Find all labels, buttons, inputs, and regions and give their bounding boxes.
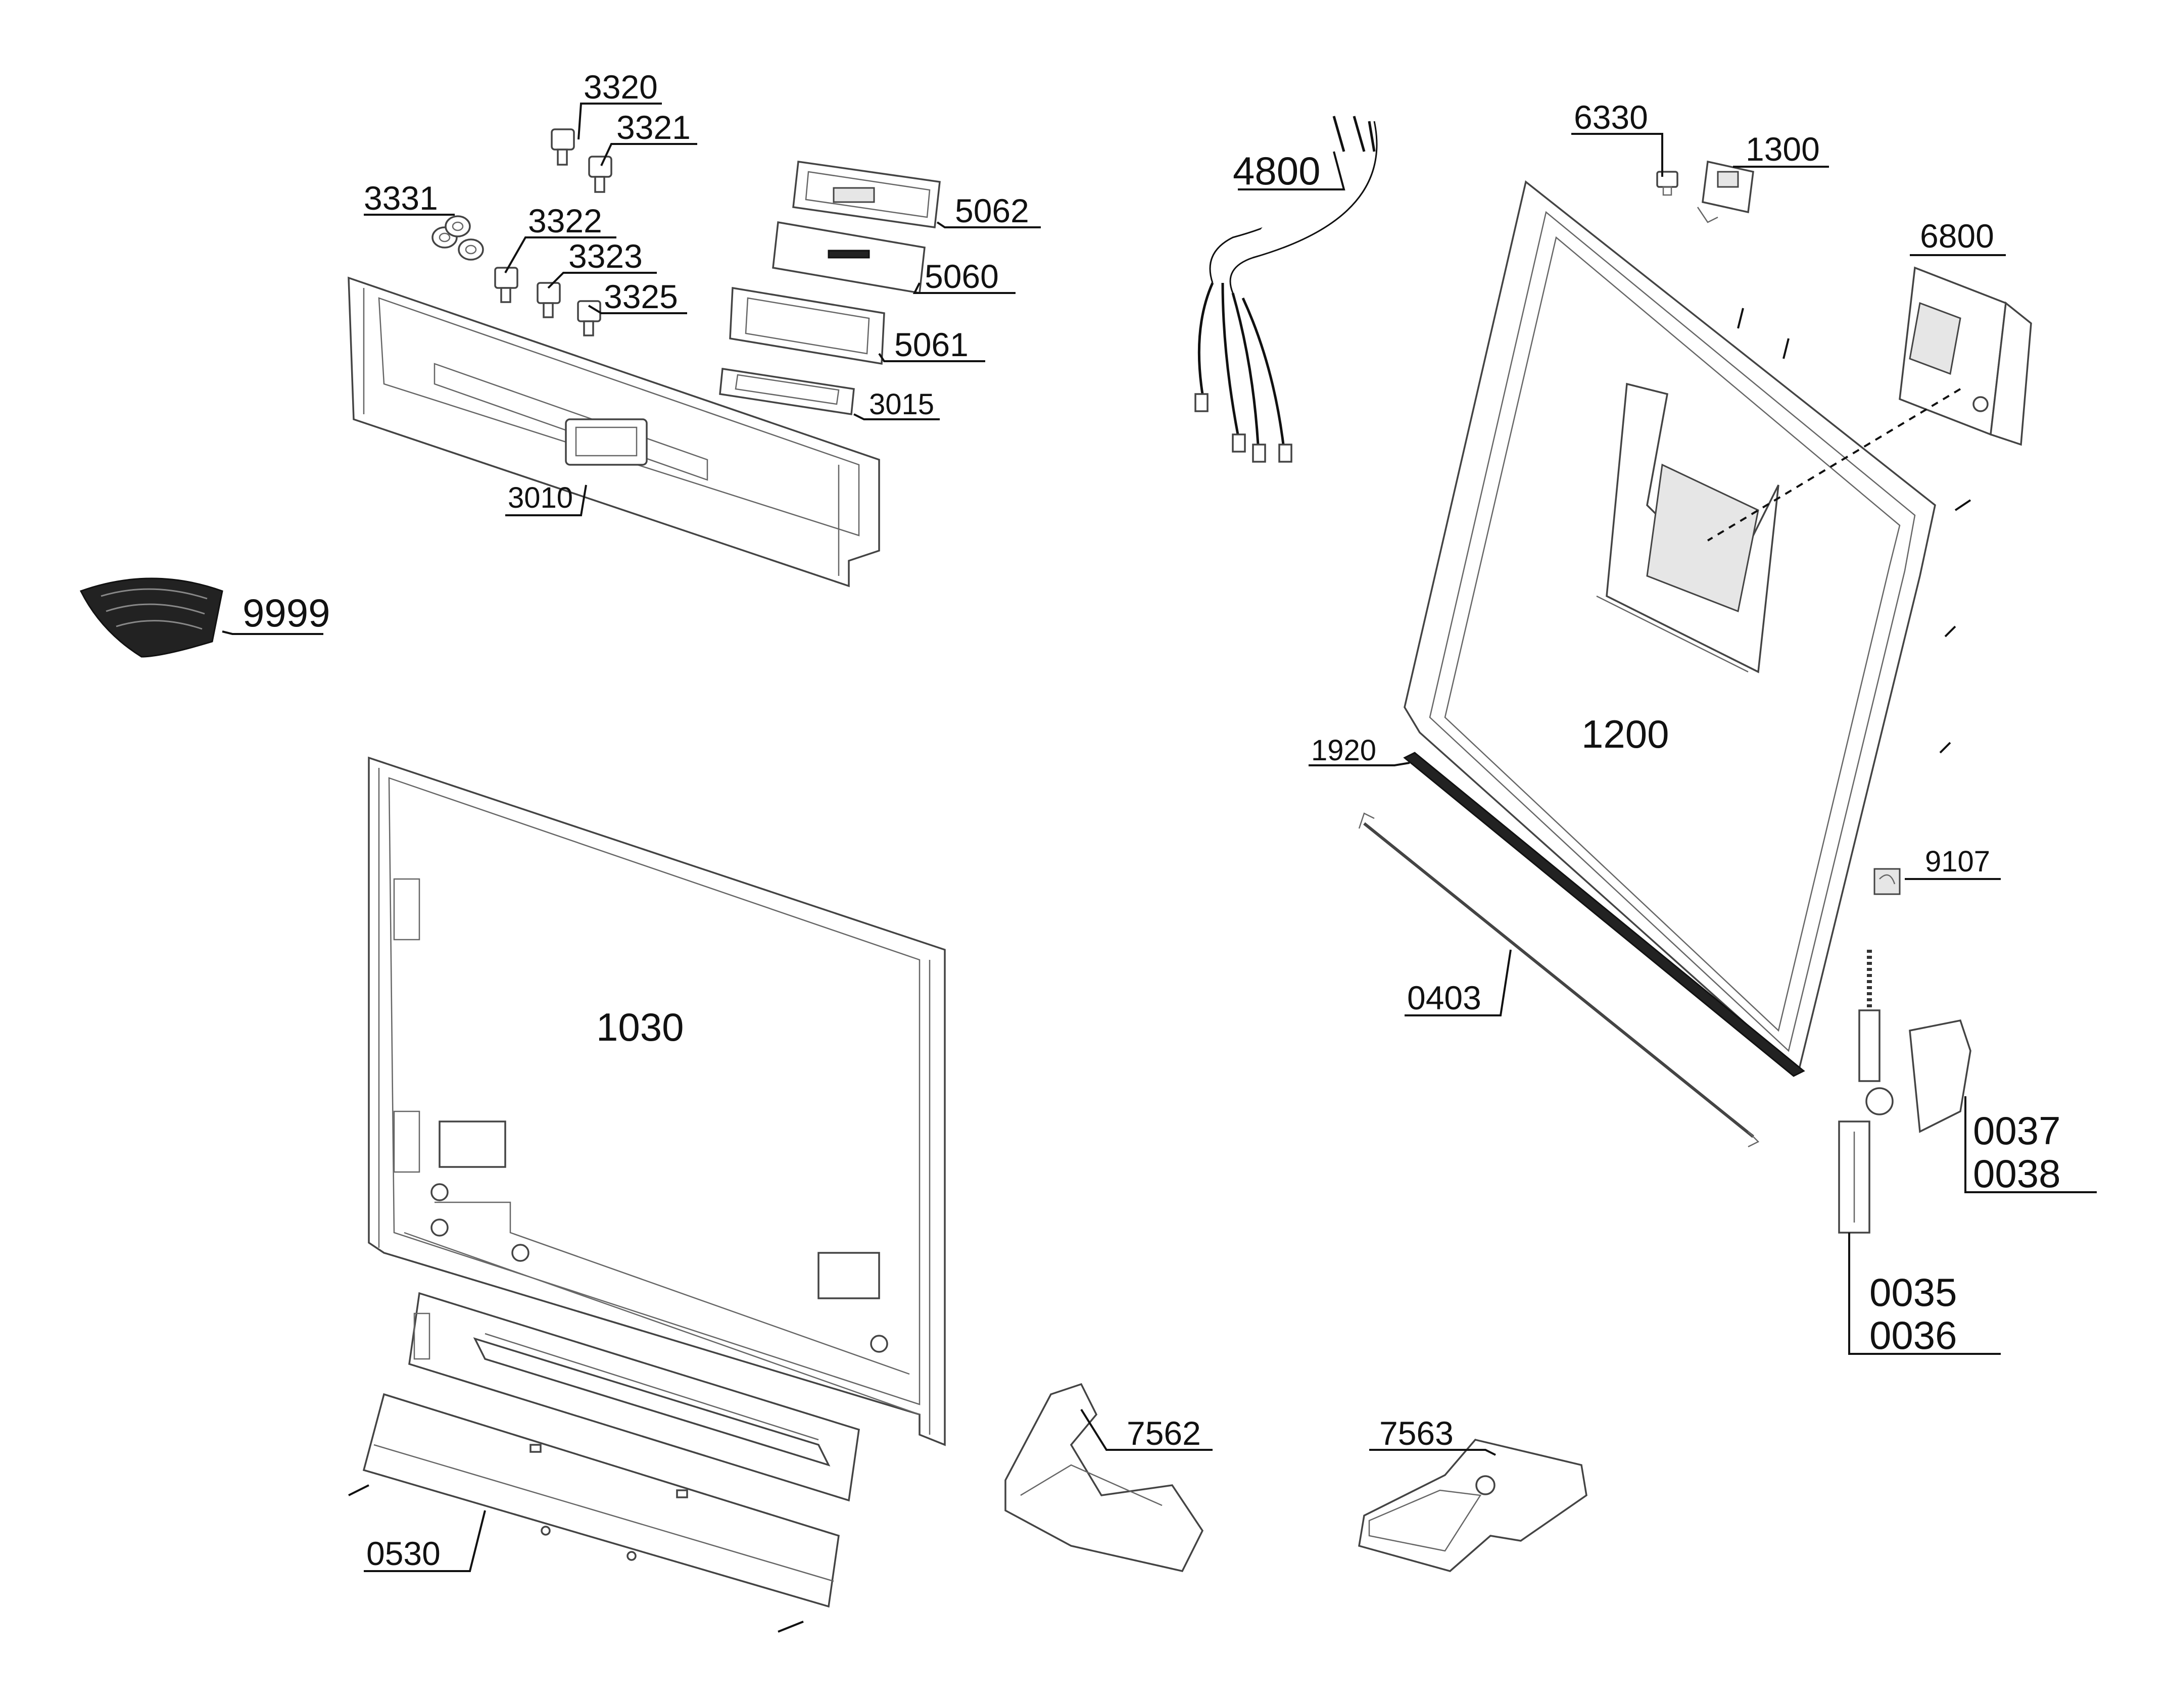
label-1920: 1920 xyxy=(1311,734,1376,767)
clip-9107 xyxy=(1873,868,1901,895)
label-3325: 3325 xyxy=(604,278,678,315)
label-9107: 9107 xyxy=(1925,845,1990,878)
label-0403: 0403 xyxy=(1407,979,1481,1016)
module-5060 xyxy=(772,221,926,295)
label-1030: 1030 xyxy=(596,1005,684,1049)
knob-3321 xyxy=(588,156,612,193)
label-1300: 1300 xyxy=(1746,130,1820,168)
label-0037: 0037 xyxy=(1973,1108,2061,1153)
label-3331: 3331 xyxy=(364,179,438,217)
label-3323: 3323 xyxy=(568,237,643,275)
button-3325 xyxy=(577,300,601,336)
control-panel-3010 xyxy=(348,276,880,588)
strip-3015 xyxy=(719,367,855,416)
label-3015: 3015 xyxy=(869,388,934,421)
dispenser-6800 xyxy=(1707,266,2032,542)
hinge-assembly xyxy=(1838,950,1971,1234)
screw-set xyxy=(1737,308,1971,754)
label-7563: 7563 xyxy=(1379,1414,1454,1452)
label-6800: 6800 xyxy=(1920,217,1994,255)
label-1200: 1200 xyxy=(1581,712,1669,756)
door-lock-1300 xyxy=(1697,160,1754,223)
label-6330: 6330 xyxy=(1574,99,1648,136)
microswitch-6330 xyxy=(1656,171,1678,196)
handle-insert xyxy=(408,1292,860,1502)
inner-door-1200 xyxy=(1404,180,1936,1073)
label-0530: 0530 xyxy=(366,1535,441,1572)
module-5062 xyxy=(792,161,941,228)
label-7562: 7562 xyxy=(1127,1414,1201,1452)
label-3320: 3320 xyxy=(584,68,658,106)
wiring-4800 xyxy=(1194,116,1378,463)
label-0038: 0038 xyxy=(1973,1151,2061,1196)
leader-lines xyxy=(222,103,2097,1572)
label-3010: 3010 xyxy=(508,481,573,514)
label-0036: 0036 xyxy=(1869,1313,1957,1357)
button-3322 xyxy=(494,267,518,303)
door-seal-1920 xyxy=(1403,752,1805,1077)
plinth-0530 xyxy=(348,1393,840,1633)
mat-9999 xyxy=(79,577,223,658)
label-5061: 5061 xyxy=(894,326,969,363)
label-0035: 0035 xyxy=(1869,1270,1957,1314)
label-3321: 3321 xyxy=(616,109,691,146)
rod-0403 xyxy=(1358,812,1760,1148)
label-4800: 4800 xyxy=(1233,149,1321,193)
rings-3331 xyxy=(431,215,484,261)
part-labels: 3320 3321 3331 3322 3323 3325 5062 5060 … xyxy=(243,68,2061,1572)
label-5060: 5060 xyxy=(925,258,999,295)
button-3323 xyxy=(537,282,561,318)
bracket-7562 xyxy=(1004,1383,1204,1573)
outer-door-1030 xyxy=(368,756,946,1446)
latch-plate-7563 xyxy=(1358,1439,1587,1572)
label-9999: 9999 xyxy=(243,591,330,635)
label-3322: 3322 xyxy=(528,202,602,239)
knob-3320 xyxy=(551,128,575,166)
housing-5061 xyxy=(729,286,885,365)
label-5062: 5062 xyxy=(955,192,1029,229)
